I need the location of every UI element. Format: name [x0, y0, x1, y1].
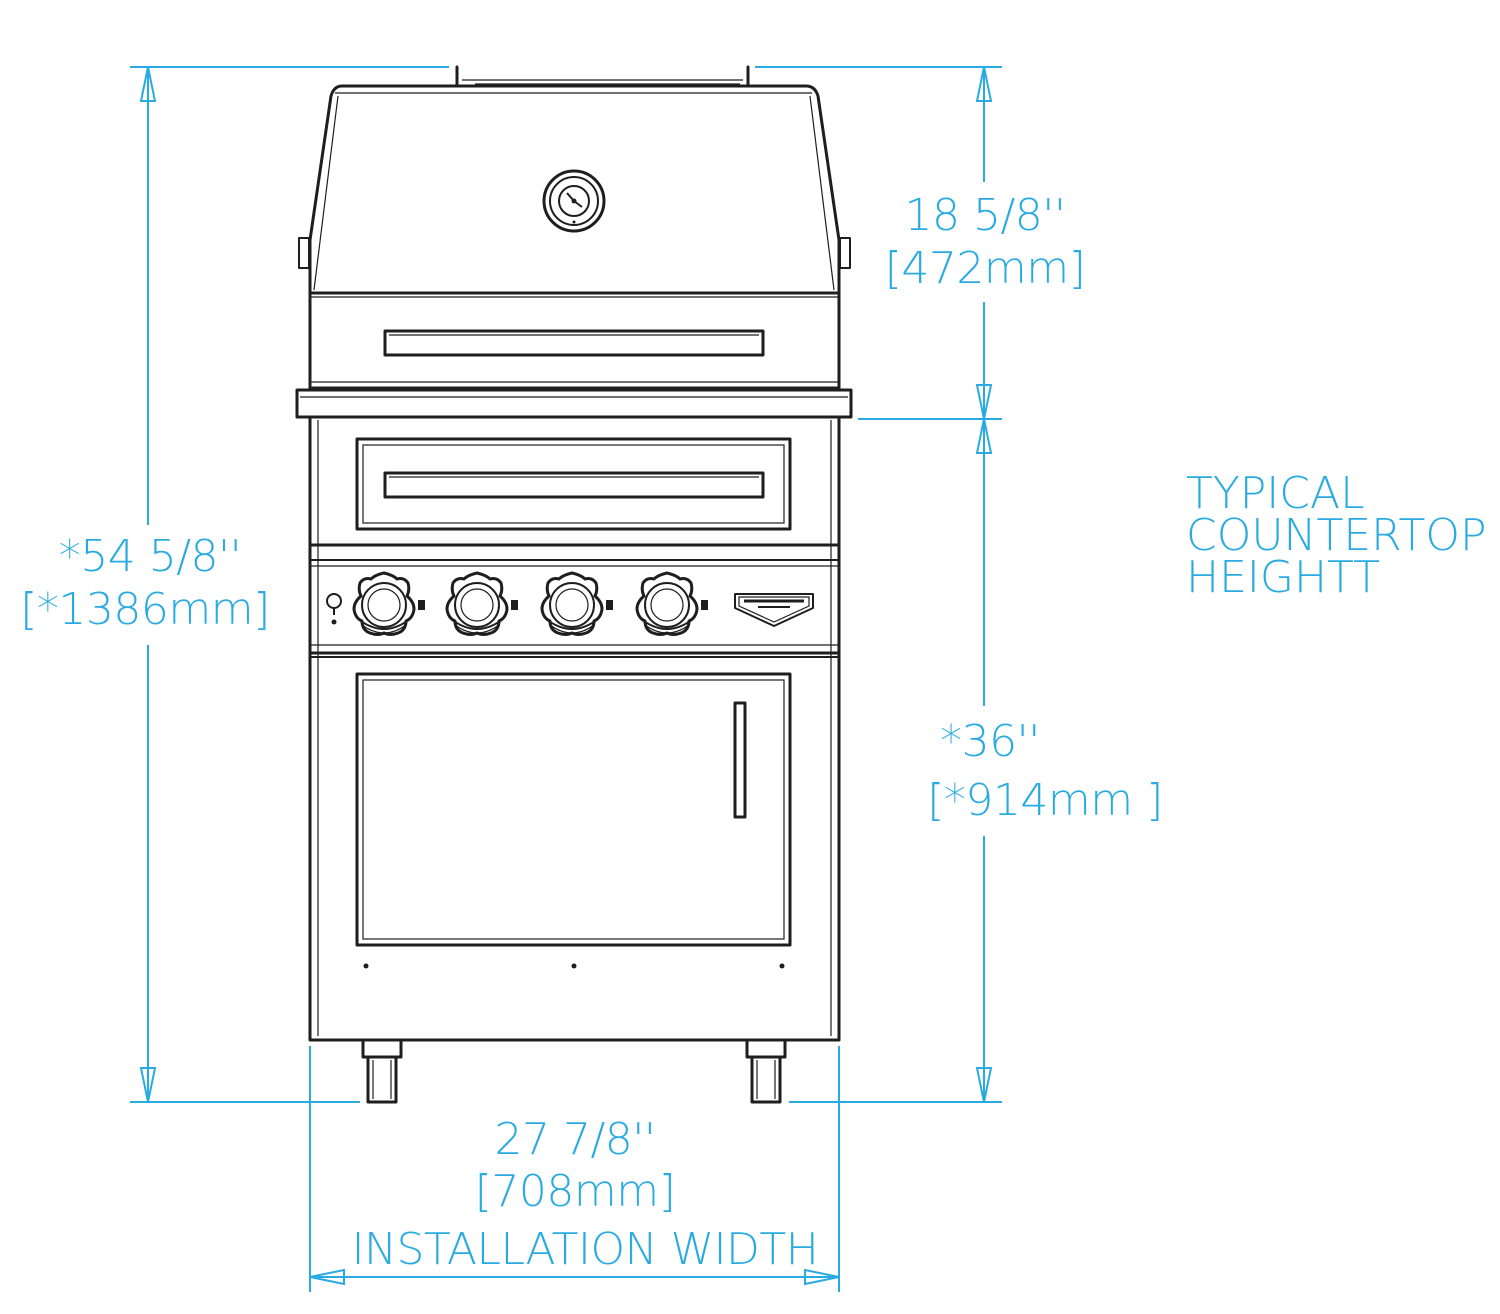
- burner-knob-4-icon: [635, 571, 710, 636]
- leg-left: [361, 1038, 403, 1104]
- arrow-up-icon: [975, 418, 993, 454]
- burner-knob-3-icon: [540, 571, 615, 636]
- arrow-up-icon: [139, 66, 157, 102]
- brand-badge-logo: [734, 593, 814, 627]
- drawer-handle: [383, 471, 765, 499]
- width-metric: [708mm]: [474, 1166, 676, 1217]
- door-handle: [733, 701, 747, 819]
- burner-knob-1-icon: [352, 571, 427, 636]
- counter-height-imperial: *36'': [940, 716, 1040, 767]
- installation-width-label: INSTALLATION WIDTH: [351, 1224, 819, 1275]
- arrow-up-icon: [975, 66, 993, 102]
- cabinet: [308, 415, 841, 1042]
- note-line-2: COUNTERTOP: [1186, 510, 1487, 561]
- counter-height-metric: [*914mm ]: [927, 775, 1163, 826]
- hood-handle: [383, 329, 765, 357]
- arrow-left-icon: [309, 1268, 345, 1286]
- leg-right: [745, 1038, 787, 1104]
- ignition-button-icon: [326, 593, 342, 625]
- arrow-down-icon: [975, 1067, 993, 1103]
- rear-handle: [455, 65, 750, 88]
- note-line-3: HEIGHTT: [1186, 552, 1381, 603]
- burner-knob-2-icon: [445, 571, 520, 636]
- cabinet-door: [355, 672, 792, 947]
- hood-height-metric: [472mm]: [884, 243, 1086, 294]
- hood: [298, 84, 851, 390]
- arrow-down-icon: [975, 384, 993, 420]
- thermometer-icon: [542, 169, 606, 233]
- width-imperial: 27 7/8'': [494, 1114, 656, 1165]
- note-line-1: TYPICAL: [1186, 468, 1365, 519]
- grill-outline: [295, 65, 853, 1104]
- overall-height-metric: [*1386mm]: [20, 584, 270, 635]
- arrow-right-icon: [804, 1268, 840, 1286]
- overall-height-imperial: *54 5/8'': [58, 531, 242, 582]
- control-panel: [308, 543, 841, 655]
- dimension-lines: [130, 66, 1002, 1292]
- drawer: [355, 437, 792, 531]
- hood-height-imperial: 18 5/8'': [904, 190, 1066, 241]
- arrow-down-icon: [139, 1067, 157, 1103]
- countertop-lip: [295, 388, 853, 419]
